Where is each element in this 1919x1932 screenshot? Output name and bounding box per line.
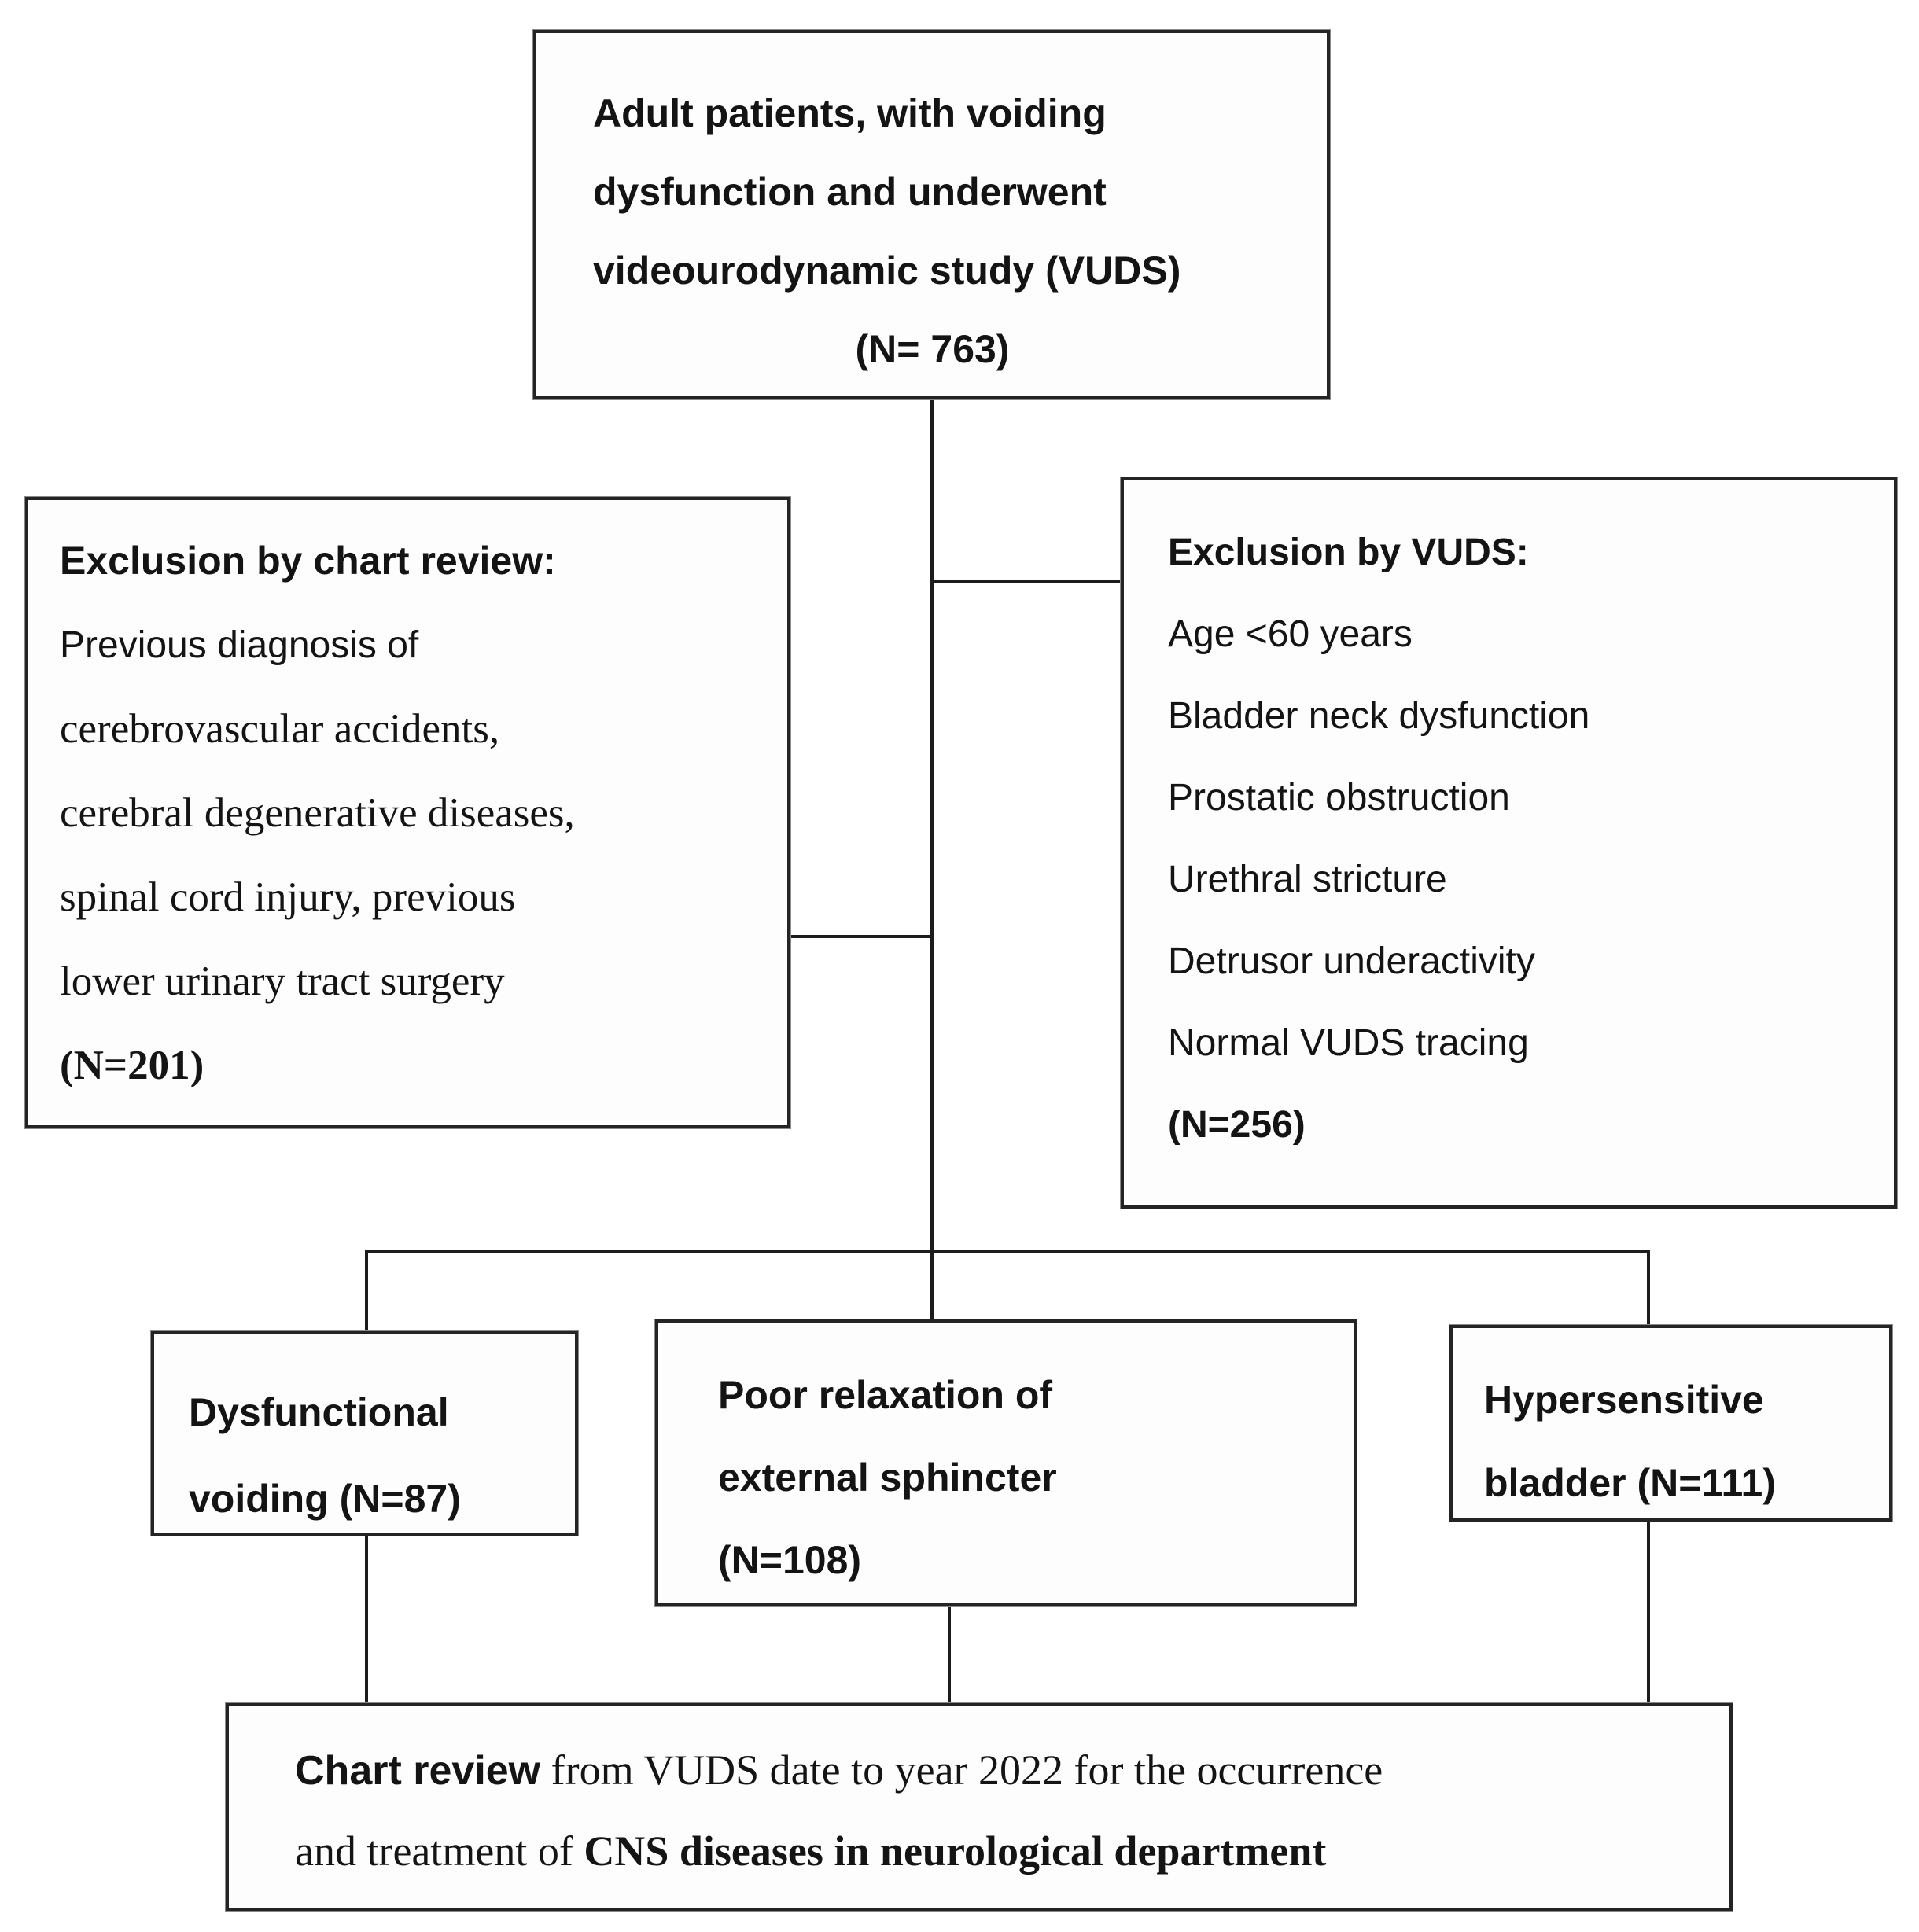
poor-relaxation-line: Poor relaxation of xyxy=(718,1373,1053,1417)
exclusion-vuds-item: Bladder neck dysfunction xyxy=(1168,695,1590,737)
exclusion-vuds-item: Urethral stricture xyxy=(1168,859,1447,900)
hypersensitive-bladder-line: bladder (N=111) xyxy=(1484,1461,1776,1505)
box-hypersensitive-bladder: Hypersensitive bladder (N=111) xyxy=(1449,1325,1892,1522)
exclusion-vuds-item: Prostatic obstruction xyxy=(1168,777,1510,819)
exclusion-chart-review-item: cerebral degenerative diseases, xyxy=(60,790,575,836)
exclusion-chart-review-n: (N=201) xyxy=(60,1043,204,1088)
exclusion-vuds-item: Detrusor underactivity xyxy=(1168,940,1535,982)
exclusion-chart-review-title: Exclusion by chart review: xyxy=(60,539,556,583)
exclusion-chart-review-item: lower urinary tract surgery xyxy=(60,959,505,1004)
connector-hypersensitive-to-bottom xyxy=(1647,1522,1650,1703)
connector-middle-to-bottom xyxy=(948,1606,951,1703)
connector-dysfunctional-to-bottom xyxy=(365,1536,368,1703)
box-chart-review: Chart review from VUDS date to year 2022… xyxy=(226,1703,1733,1911)
exclusion-vuds-title: Exclusion by VUDS: xyxy=(1168,532,1529,573)
dysfunctional-voiding-line: voiding (N=87) xyxy=(189,1477,461,1521)
exclusion-vuds-n: (N=256) xyxy=(1168,1104,1306,1146)
connector-drop-right xyxy=(1647,1250,1650,1325)
exclusion-vuds-item: Normal VUDS tracing xyxy=(1168,1022,1529,1064)
exclusion-vuds-item: Age <60 years xyxy=(1168,613,1413,655)
connector-drop-left xyxy=(365,1250,368,1331)
box-exclusion-chart-review: Exclusion by chart review: Previous diag… xyxy=(25,497,790,1128)
dysfunctional-voiding-line: Dysfunctional xyxy=(189,1390,449,1434)
exclusion-chart-review-item: cerebrovascular accidents, xyxy=(60,706,500,752)
connector-right-horizontal xyxy=(932,580,1121,583)
exclusion-chart-review-subtitle: Previous diagnosis of xyxy=(60,624,419,666)
adult-patients-n: (N= 763) xyxy=(855,327,1010,371)
exclusion-chart-review-item: spinal cord injury, previous xyxy=(60,874,516,920)
box-poor-relaxation: Poor relaxation of external sphincter (N… xyxy=(655,1319,1357,1606)
hypersensitive-bladder-line: Hypersensitive xyxy=(1484,1378,1764,1422)
adult-patients-line: dysfunction and underwent xyxy=(593,170,1107,214)
chart-review-line1-rest: from VUDS date to year 2022 for the occu… xyxy=(540,1746,1383,1794)
chart-review-line2-lead: and treatment of xyxy=(295,1827,584,1875)
chart-review-line2: and treatment of CNS diseases in neurolo… xyxy=(295,1811,1714,1891)
adult-patients-line: Adult patients, with voiding xyxy=(593,91,1107,135)
chart-review-line2-bold: CNS diseases in neurological department xyxy=(584,1827,1327,1875)
adult-patients-line: videourodynamic study (VUDS) xyxy=(593,248,1181,293)
poor-relaxation-line: (N=108) xyxy=(718,1538,862,1582)
connector-split-horizontal xyxy=(365,1250,1650,1253)
chart-review-bold-lead: Chart review xyxy=(295,1748,541,1794)
chart-review-line1: Chart review from VUDS date to year 2022… xyxy=(295,1730,1714,1811)
box-adult-patients: Adult patients, with voiding dysfunction… xyxy=(533,30,1330,399)
poor-relaxation-line: external sphincter xyxy=(718,1455,1057,1500)
connector-main-vertical xyxy=(930,399,934,1321)
box-exclusion-vuds: Exclusion by VUDS: Age <60 years Bladder… xyxy=(1121,477,1897,1209)
connector-left-horizontal xyxy=(789,935,934,938)
box-dysfunctional-voiding: Dysfunctional voiding (N=87) xyxy=(151,1331,578,1536)
